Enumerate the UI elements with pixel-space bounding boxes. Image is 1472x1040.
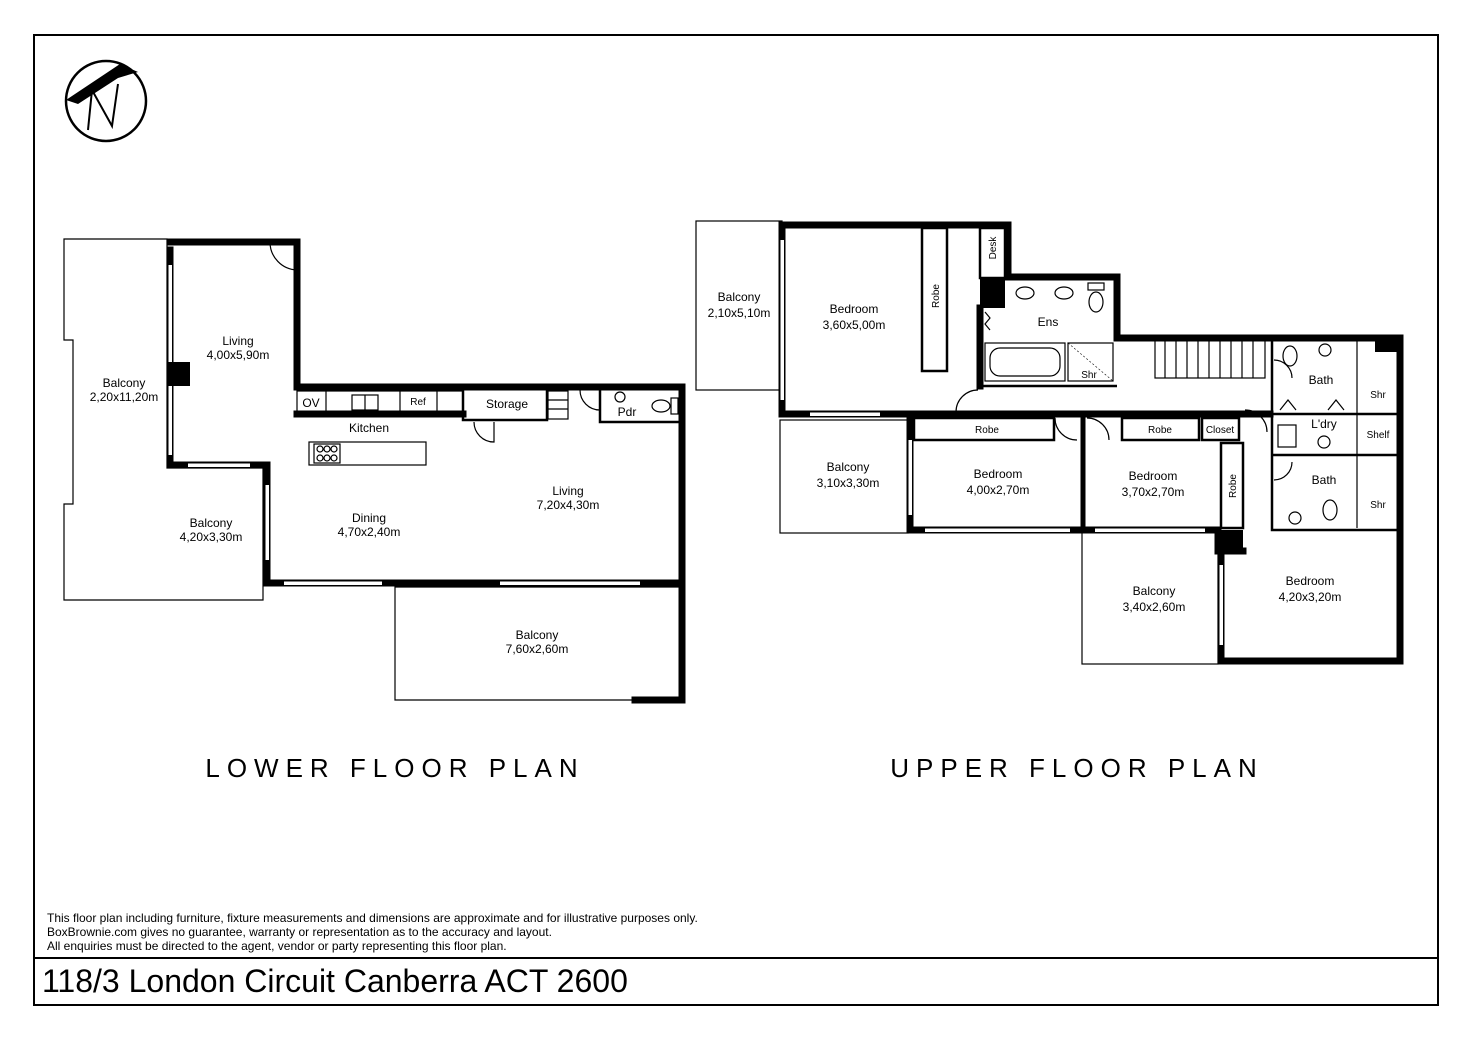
lower-living-north-name: Living xyxy=(222,334,253,348)
lower-balcony-sw-name: Balcony xyxy=(190,516,233,530)
balcony-west-outline xyxy=(63,238,264,601)
lower-living-east-name: Living xyxy=(552,484,583,498)
lower-living-north-size: 4,00x5,90m xyxy=(207,348,270,362)
upper-bath-2-name: Bath xyxy=(1312,473,1337,487)
upper-balcony-w-size: 3,10x3,30m xyxy=(817,476,880,490)
upper-desk-label: Desk xyxy=(988,236,999,260)
disclaimer-line-2: BoxBrownie.com gives no guarantee, warra… xyxy=(47,925,552,939)
lower-living-east-size: 7,20x4,30m xyxy=(537,498,600,512)
lower-floor-plan-title: LOWER FLOOR PLAN xyxy=(205,753,584,783)
upper-bedroom-2-size: 4,00x2,70m xyxy=(967,483,1030,497)
lower-dining-size: 4,70x2,40m xyxy=(338,525,401,539)
lower-balcony-south-size: 7,60x2,60m xyxy=(506,642,569,656)
lower-balcony-west-size: 2,20x11,20m xyxy=(90,390,159,404)
upper-closet-label: Closet xyxy=(1206,425,1235,436)
upper-bedroom-4-name: Bedroom xyxy=(1286,574,1335,588)
upper-bedroom-main-name: Bedroom xyxy=(830,302,879,316)
upper-shelf-label: Shelf xyxy=(1367,430,1390,441)
upper-balcony-nw-name: Balcony xyxy=(718,290,761,304)
lower-kitchen-name: Kitchen xyxy=(349,421,389,435)
upper-robe-side-label: Robe xyxy=(1228,474,1239,498)
upper-bedroom-3-size: 3,70x2,70m xyxy=(1122,485,1185,499)
upper-bedroom-3-name: Bedroom xyxy=(1129,469,1178,483)
lower-pdr-name: Pdr xyxy=(618,405,637,419)
north-arrow-icon xyxy=(64,59,148,143)
upper-bedroom-main-size: 3,60x5,00m xyxy=(823,318,886,332)
lower-ref-label: Ref xyxy=(410,397,426,408)
lower-floor-plan xyxy=(63,238,686,704)
upper-shr-2-label: Shr xyxy=(1370,500,1386,511)
lower-dining-name: Dining xyxy=(352,511,386,525)
lower-storage-name: Storage xyxy=(486,397,528,411)
upper-ens-name: Ens xyxy=(1038,315,1059,329)
property-address: 118/3 London Circuit Canberra ACT 2600 xyxy=(42,963,628,999)
upper-balcony-s-name: Balcony xyxy=(1133,584,1176,598)
lower-balcony-south-name: Balcony xyxy=(516,628,559,642)
upper-floor-plan-title: UPPER FLOOR PLAN xyxy=(890,753,1264,783)
upper-floor-plan xyxy=(695,220,1404,665)
upper-balcony-nw-size: 2,10x5,10m xyxy=(708,306,771,320)
sheet-border xyxy=(33,34,1439,1006)
upper-robe-main-label: Robe xyxy=(931,284,942,308)
upper-bedroom-4-size: 4,20x3,20m xyxy=(1279,590,1342,604)
upper-ldry-name: L'dry xyxy=(1311,417,1337,431)
upper-ens-shr-label: Shr xyxy=(1081,370,1097,381)
upper-bedroom-2-name: Bedroom xyxy=(974,467,1023,481)
upper-balcony-w-name: Balcony xyxy=(827,460,870,474)
upper-bath-1-name: Bath xyxy=(1309,373,1334,387)
upper-balcony-s-size: 3,40x2,60m xyxy=(1123,600,1186,614)
lower-ov-label: OV xyxy=(302,396,319,410)
disclaimer-line-3: All enquiries must be directed to the ag… xyxy=(47,939,507,953)
staircase xyxy=(1154,339,1266,379)
upper-robe-b2-label: Robe xyxy=(975,425,999,436)
lower-balcony-sw-size: 4,20x3,30m xyxy=(180,530,243,544)
lower-balcony-west-name: Balcony xyxy=(103,376,146,390)
upper-shr-1-label: Shr xyxy=(1370,390,1386,401)
upper-robe-b3-label: Robe xyxy=(1148,425,1172,436)
disclaimer-line-1: This floor plan including furniture, fix… xyxy=(47,911,698,925)
